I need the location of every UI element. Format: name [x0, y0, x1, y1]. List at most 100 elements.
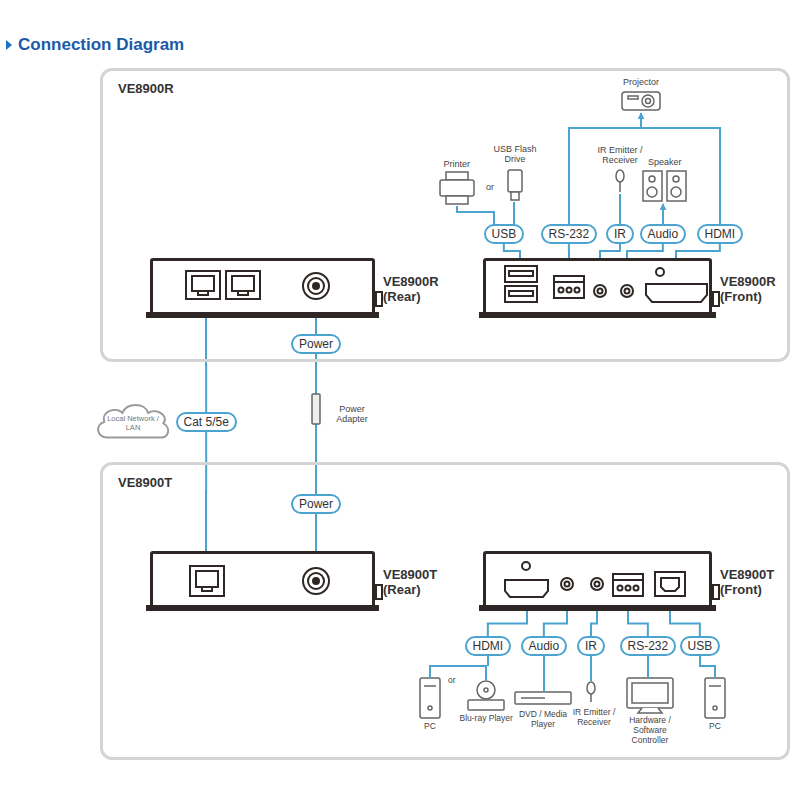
device-icon	[647, 187, 657, 197]
cable-connector	[504, 244, 520, 258]
usb-port	[509, 291, 533, 296]
cable	[487, 655, 489, 666]
device-icon	[643, 171, 662, 201]
unit-label: VE8900T (Rear)	[383, 568, 449, 598]
port-tag: IR	[577, 636, 605, 656]
power-jack	[303, 273, 329, 594]
cable-connector	[676, 244, 720, 258]
cable	[543, 655, 545, 692]
network-cloud: Local Network / LAN	[95, 401, 171, 443]
device-icon	[511, 192, 519, 200]
audio-jack	[561, 578, 573, 590]
terminal-block	[613, 579, 643, 581]
rj45-port	[192, 276, 214, 291]
device-icon	[671, 187, 681, 197]
audio-jack	[565, 582, 570, 587]
diagram-title: Connection Diagram	[18, 35, 184, 55]
cable	[430, 666, 486, 680]
cable-connector	[205, 318, 207, 412]
audio-jack	[595, 582, 600, 587]
terminal-block	[626, 586, 631, 591]
device-tab	[376, 292, 382, 306]
device-label: Printer	[444, 159, 471, 169]
cloud-outline	[98, 405, 168, 437]
unit-label: VE8900T (Front)	[720, 568, 786, 598]
port-name: Audio	[648, 227, 679, 241]
hdmi-port	[656, 268, 664, 276]
device-icon	[587, 682, 595, 694]
cable-connector	[315, 514, 317, 551]
device-icon	[628, 96, 638, 99]
cable-connector	[670, 611, 700, 636]
device-label: Projector	[623, 77, 659, 87]
device-icon	[627, 678, 673, 708]
port-tag: Audio	[521, 636, 568, 656]
terminal-block	[575, 288, 580, 293]
device-icon	[649, 176, 655, 182]
port-name: HDMI	[705, 227, 736, 241]
unit-label: VE8900R (Front)	[720, 275, 786, 305]
cable	[590, 655, 592, 681]
cable-connector	[628, 611, 648, 636]
device-label: IR Emitter / Receiver	[569, 708, 619, 728]
cable	[430, 113, 720, 692]
device-icon	[632, 683, 668, 703]
terminal-block	[554, 276, 643, 596]
extender-unit: VE8900T (Front)	[483, 551, 712, 611]
terminal-block	[613, 574, 643, 596]
port-tag: IR	[606, 224, 634, 244]
cable	[619, 194, 621, 225]
device-tab	[376, 585, 382, 599]
audio-jack	[594, 285, 606, 297]
device-label: PC	[709, 722, 721, 732]
cable	[662, 204, 664, 225]
cable	[457, 206, 494, 225]
rj45-port	[196, 571, 218, 587]
cable	[647, 655, 649, 678]
extender-unit: VE8900T (Rear)	[150, 551, 375, 611]
device-icon	[713, 706, 717, 710]
device-icon	[428, 706, 432, 710]
port-name: IR	[585, 639, 597, 653]
usb-port	[505, 286, 537, 302]
title-marker	[6, 40, 12, 50]
cable	[513, 202, 515, 225]
unit-label: VE8900R (Rear)	[383, 275, 449, 305]
cable	[640, 113, 642, 128]
device-icon	[424, 685, 436, 687]
rj45-port	[202, 587, 212, 591]
terminal-block	[567, 288, 572, 293]
port-name: RS-232	[549, 227, 590, 241]
port-name: RS-232	[628, 639, 669, 653]
device-label: DVD / Media Player	[517, 710, 569, 730]
terminal-block	[554, 281, 584, 283]
port-tag: Audio	[640, 224, 687, 244]
rj45-port	[198, 291, 208, 295]
device-tab	[713, 585, 719, 599]
device-icon	[468, 700, 504, 710]
title-marker	[6, 40, 12, 50]
power-jack	[303, 568, 329, 594]
network-label: Local Network / LAN	[103, 411, 163, 432]
rj45-port	[190, 566, 224, 596]
device-icon	[521, 697, 545, 699]
device-icon	[477, 681, 495, 699]
port-tag: HDMI	[697, 224, 744, 244]
device-label: Speaker	[648, 157, 682, 167]
usb-port	[505, 266, 537, 282]
port-tag: USB	[680, 636, 721, 656]
device-icon	[312, 394, 320, 424]
power-jack	[308, 278, 324, 294]
cable-connector	[627, 244, 663, 258]
port-tag: Cat 5/5e	[176, 412, 237, 432]
panel-heading: VE8900R	[118, 81, 174, 96]
device-icon	[312, 92, 725, 718]
port-name: Cat 5/5e	[184, 415, 229, 429]
port-name: IR	[614, 227, 626, 241]
device-icon	[484, 688, 488, 692]
cable-connector	[591, 611, 597, 636]
cable-connector	[544, 611, 567, 636]
power-jack	[303, 273, 329, 299]
